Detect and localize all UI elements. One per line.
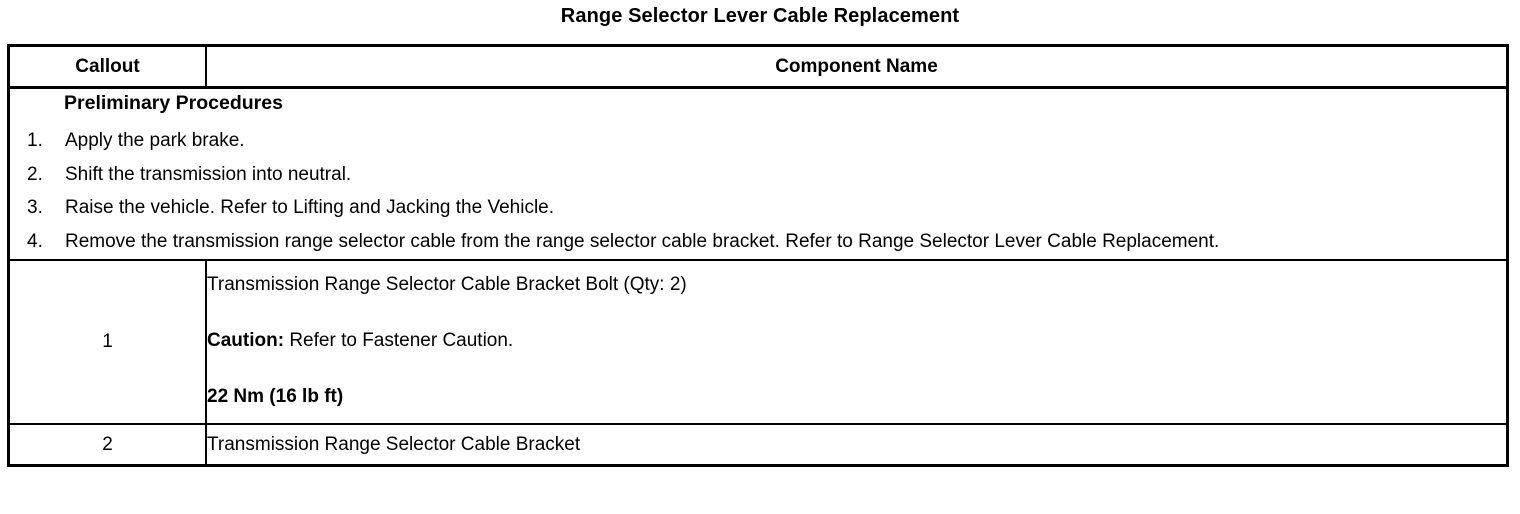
preliminary-procedures-row: Preliminary Procedures Apply the park br… <box>10 87 1506 261</box>
component-name-text: Transmission Range Selector Cable Bracke… <box>207 274 687 295</box>
component-description-cell: Transmission Range Selector Cable Bracke… <box>206 260 1506 425</box>
list-item: Apply the park brake. <box>27 125 245 157</box>
table-body: Preliminary Procedures Apply the park br… <box>10 87 1506 464</box>
preliminary-procedures-cell: Preliminary Procedures Apply the park br… <box>10 87 1506 261</box>
column-header-callout: Callout <box>10 47 207 89</box>
caution-text: Refer to Fastener Caution. <box>284 330 514 351</box>
component-name-text: Transmission Range Selector Cable Bracke… <box>207 433 581 455</box>
list-item: Shift the transmission into neutral. <box>27 159 352 191</box>
caution-note: Caution: Refer to Fastener Caution. <box>207 326 1506 356</box>
column-header-component-name: Component Name <box>206 47 1506 89</box>
preliminary-procedures-heading: Preliminary Procedures <box>64 92 283 114</box>
caution-label: Caution: <box>207 330 285 351</box>
table-header: Callout Component Name <box>10 47 1506 89</box>
spacer <box>207 300 1506 326</box>
preliminary-steps-list: Apply the park brake. Shift the transmis… <box>10 125 1506 258</box>
list-item: Raise the vehicle. Refer to Lifting and … <box>27 192 555 224</box>
callout-number: 2 <box>10 424 207 464</box>
spacer <box>207 356 1506 382</box>
callout-number: 1 <box>10 260 207 425</box>
component-table-container: Callout Component Name Preliminary Proce… <box>7 44 1509 467</box>
table-row: 1 Transmission Range Selector Cable Brac… <box>10 260 1506 425</box>
list-item: Remove the transmission range selector c… <box>27 226 1220 258</box>
torque-specification: 22 Nm (16 lb ft) <box>207 386 344 407</box>
table-row: 2 Transmission Range Selector Cable Brac… <box>10 424 1506 464</box>
component-table: Callout Component Name Preliminary Proce… <box>10 47 1506 464</box>
page-title: Range Selector Lever Cable Replacement <box>560 5 960 27</box>
table-header-row: Callout Component Name <box>10 47 1506 89</box>
